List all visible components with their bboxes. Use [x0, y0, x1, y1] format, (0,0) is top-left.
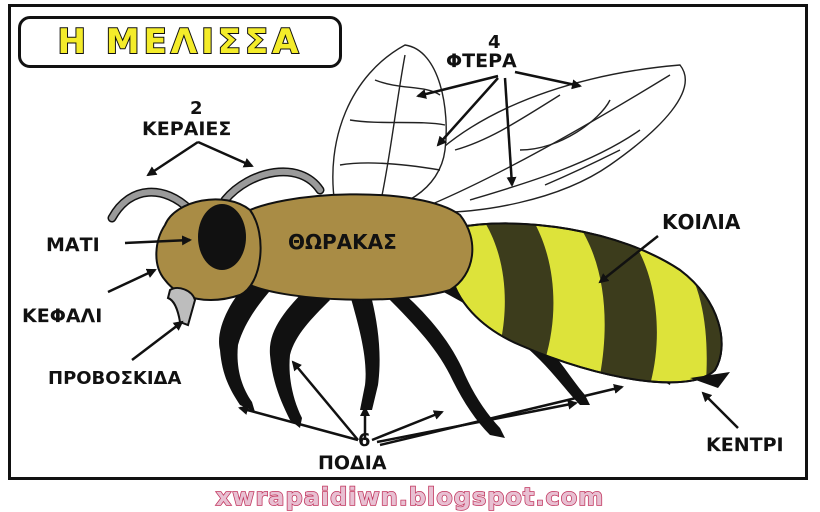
footer-watermark: xwrapaidiwn.blogspot.com — [0, 482, 820, 512]
label-proboscis: ΠΡΟΒΟΣΚΙΔΑ — [48, 370, 181, 388]
title-box: Η ΜΕΛΙΣΣΑ — [18, 16, 342, 68]
leg-3 — [350, 295, 380, 410]
label-thorax: ΘΩΡΑΚΑΣ — [288, 232, 397, 252]
abdomen — [450, 215, 760, 395]
label-abdomen: ΚΟΙΛΙΑ — [662, 212, 740, 232]
leg-1 — [219, 280, 275, 412]
eye — [198, 204, 246, 270]
page-title: Η ΜΕΛΙΣΣΑ — [57, 22, 302, 62]
label-antennae: ΚΕΡΑΙΕΣ — [142, 120, 231, 139]
leg-2 — [270, 285, 330, 428]
label-wings: ΦΤΕΡΑ — [446, 52, 517, 71]
label-antennae-count: 2 — [190, 100, 203, 118]
label-head: ΚΕΦΑΛΙ — [22, 307, 102, 326]
label-legs: ΠΟΔΙΑ — [318, 454, 387, 473]
footer-url: xwrapaidiwn.blogspot.com — [216, 483, 604, 511]
label-stinger: ΚΕΝΤΡΙ — [706, 436, 784, 455]
label-eye: ΜΑΤΙ — [46, 236, 100, 255]
proboscis-shape — [168, 288, 195, 325]
label-legs-count: 6 — [358, 432, 371, 450]
